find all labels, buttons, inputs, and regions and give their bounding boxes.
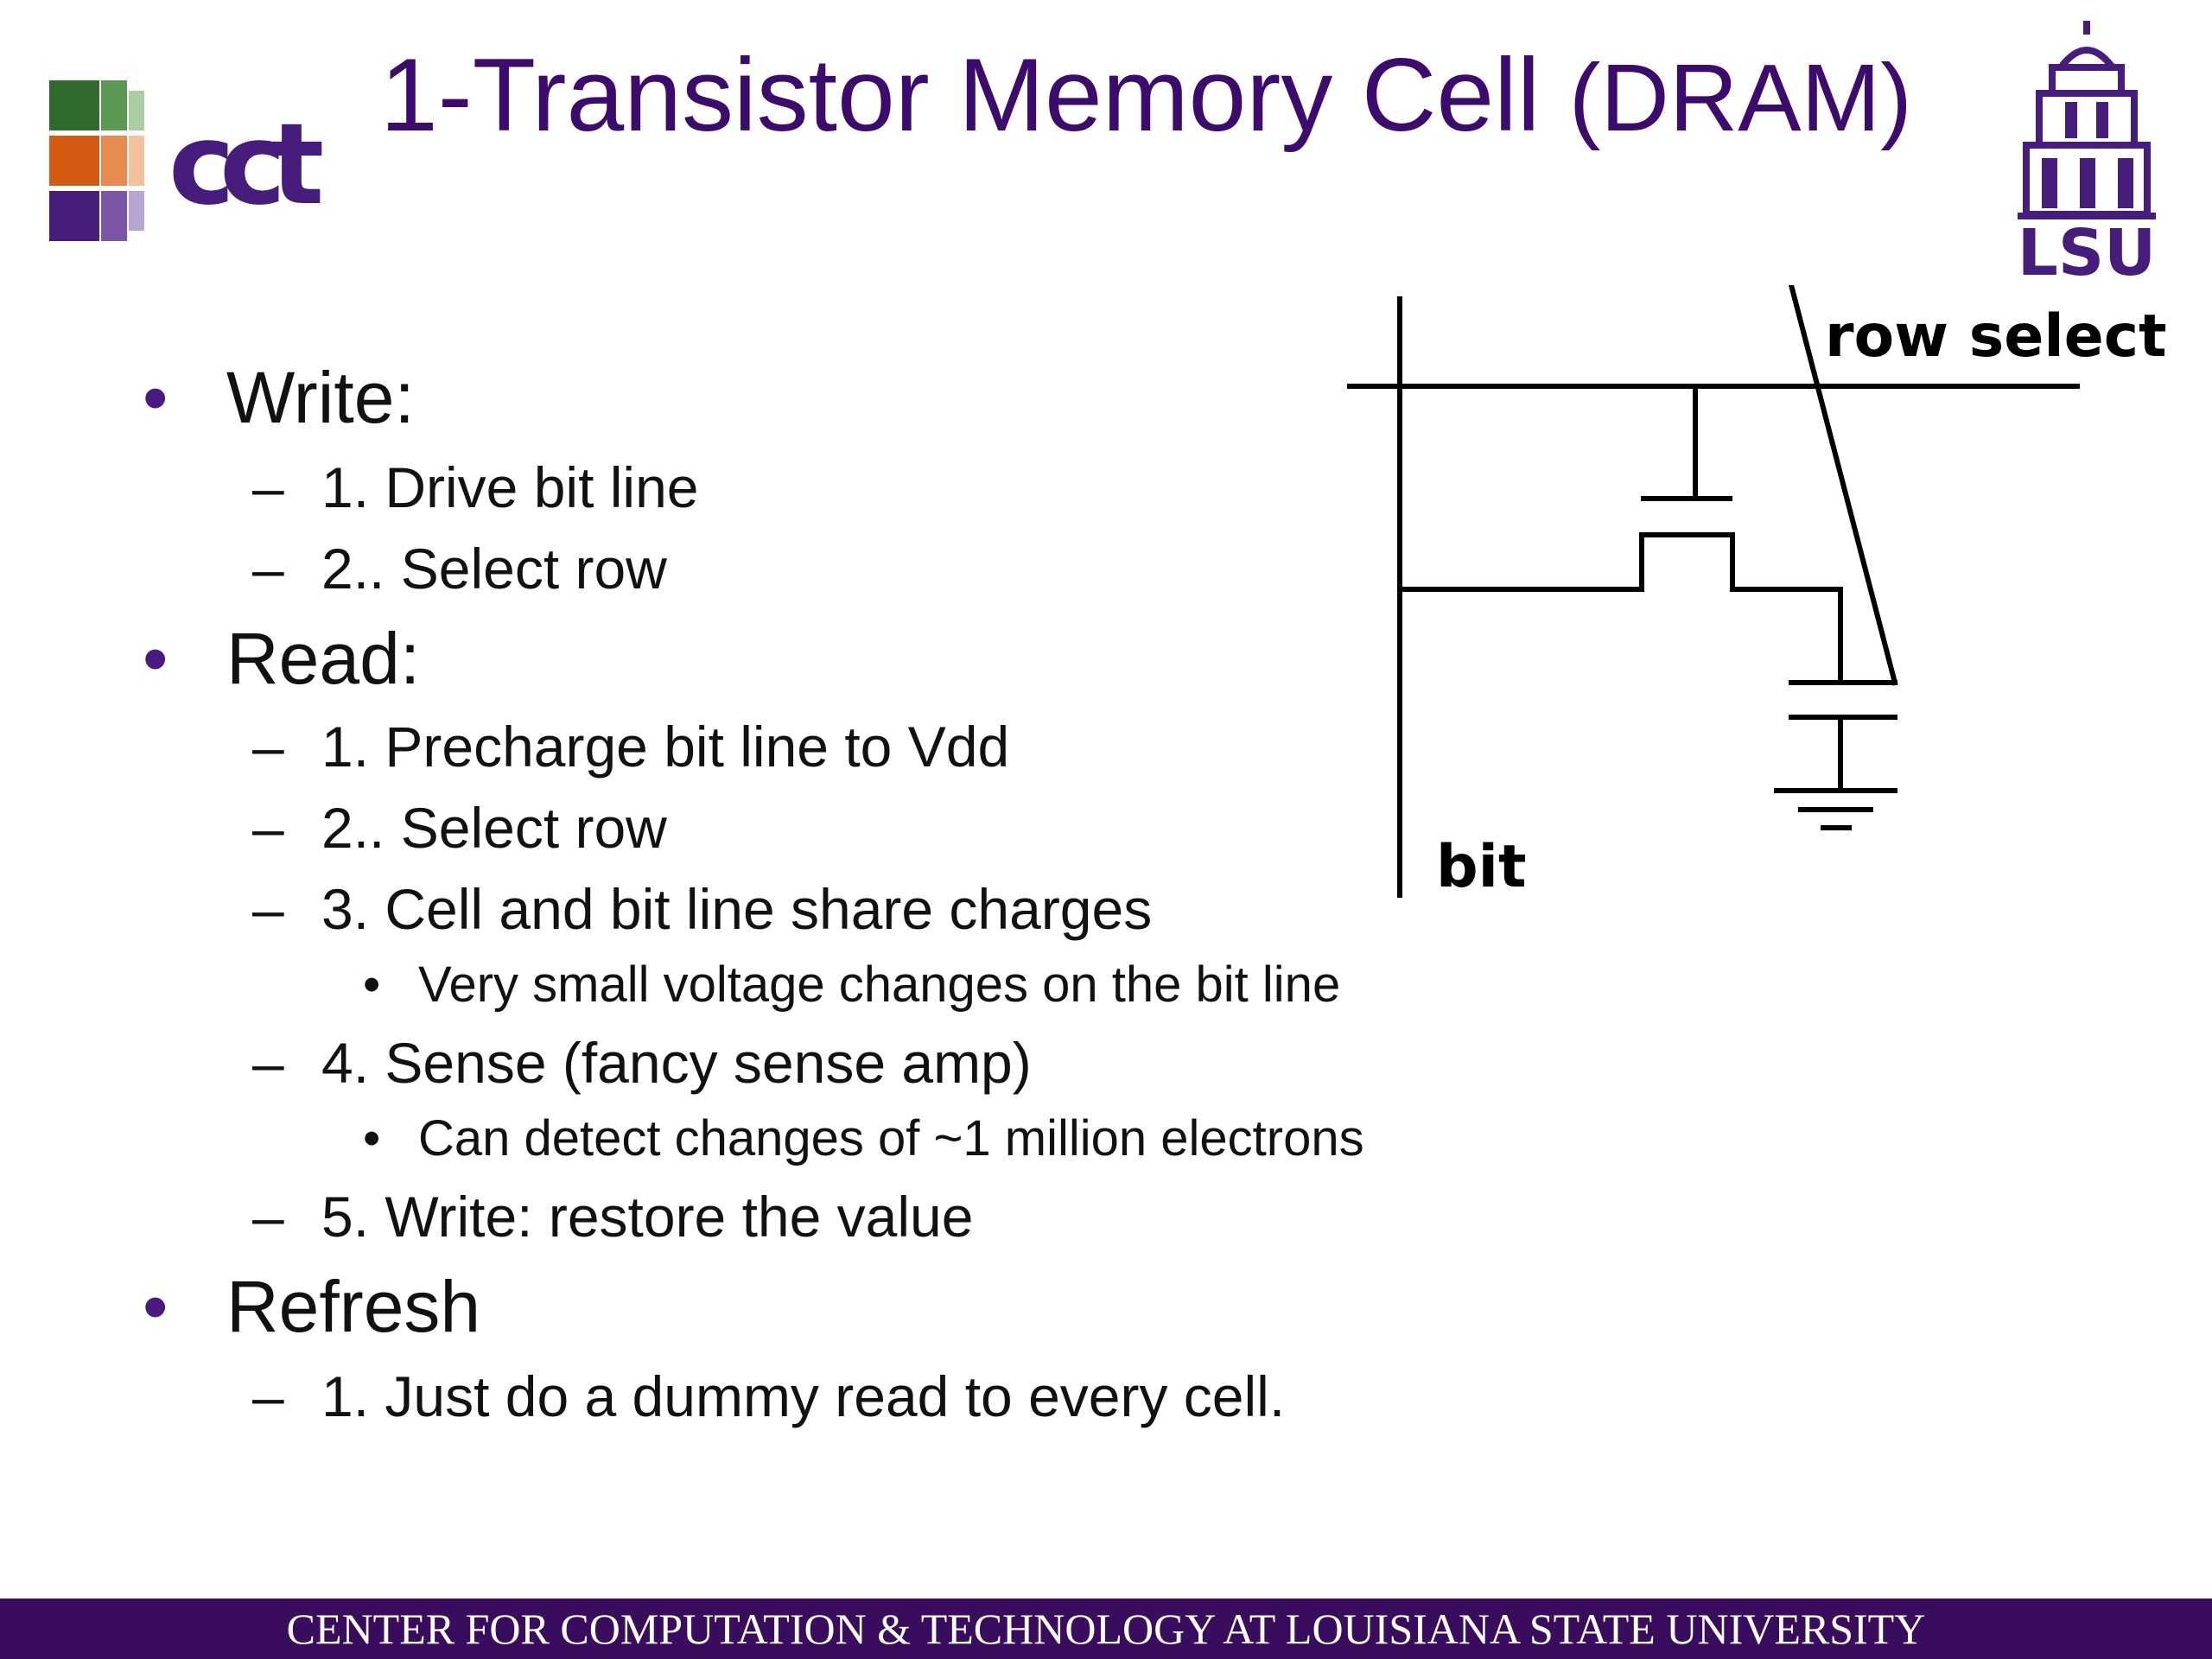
dash-refresh-1: – — [252, 1364, 284, 1428]
dash-read-1: – — [252, 715, 284, 779]
dash-read-2: – — [252, 796, 284, 860]
title-main: 1-Transistor Memory Cell — [380, 37, 1541, 153]
dash-read-3: – — [252, 877, 284, 941]
heading-refresh: Refresh — [226, 1266, 481, 1347]
dash-read-4: – — [252, 1031, 284, 1095]
small-bullet-2: • — [363, 1110, 381, 1166]
bit-label: bit — [1436, 833, 1527, 901]
dram-cell-circuit: row select bit — [1296, 282, 2177, 942]
heading-write: Write: — [226, 357, 415, 438]
read-step-1: 1. Precharge bit line to Vdd — [321, 715, 1010, 779]
transistor-channel — [1397, 532, 1843, 685]
read-note-1: Very small voltage changes on the bit li… — [418, 957, 1341, 1013]
bullet-write: • — [143, 357, 168, 438]
bullet-refresh: • — [143, 1266, 168, 1347]
dash-read-5: – — [252, 1185, 284, 1249]
row-select-label: row select — [1825, 302, 2167, 371]
read-step-2: 2.. Select row — [321, 796, 667, 860]
small-bullet-1: • — [363, 957, 381, 1013]
dash-write-1: – — [252, 455, 284, 519]
slide-title: 1-Transistor Memory Cell (DRAM) — [380, 26, 2022, 168]
heading-read: Read: — [226, 618, 421, 699]
write-step-2: 2.. Select row — [321, 537, 667, 601]
title-suffix: (DRAM) — [1568, 45, 1912, 151]
refresh-step-1: 1. Just do a dummy read to every cell. — [321, 1364, 1286, 1428]
footer-banner: CENTER FOR COMPUTATION & TECHNOLOGY AT L… — [0, 1599, 2212, 1659]
dash-write-2: – — [252, 537, 284, 601]
read-step-5: 5. Write: restore the value — [321, 1185, 974, 1249]
capacitor-plate-top — [1788, 282, 1898, 686]
lsu-logo: LSU — [2000, 16, 2173, 290]
cct-logo: cct — [48, 73, 393, 255]
bullet-read: • — [143, 618, 168, 699]
read-note-2: Can detect changes of ~1 million electro… — [418, 1110, 1364, 1166]
cct-logo-text: cct — [168, 99, 322, 230]
write-step-1: 1. Drive bit line — [321, 455, 699, 519]
read-step-3: 3. Cell and bit line share charges — [321, 877, 1153, 941]
read-step-4: 4. Sense (fancy sense amp) — [321, 1031, 1032, 1095]
lsu-logo-text: LSU — [2018, 216, 2157, 283]
footer-text: CENTER FOR COMPUTATION & TECHNOLOGY AT L… — [286, 1605, 1926, 1653]
